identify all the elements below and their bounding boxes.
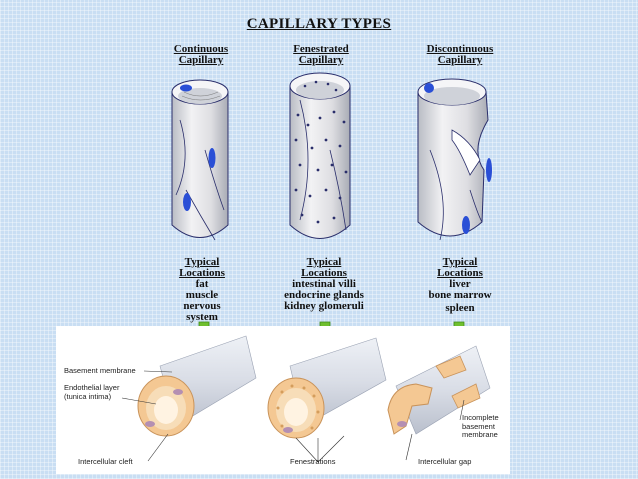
location-item: kidney glomeruli bbox=[284, 300, 364, 312]
location-item: muscle bbox=[185, 289, 219, 301]
fenestrated-cross-section bbox=[267, 337, 387, 439]
fenestrated-capillary bbox=[289, 72, 351, 239]
heading-line: Fenestrated bbox=[293, 43, 349, 55]
locations-heading: Typical bbox=[184, 256, 220, 268]
fenestrated-heading: Fenestrated Capillary bbox=[286, 44, 356, 66]
label-line: Incomplete bbox=[462, 413, 499, 422]
label-intercellular-gap: Intercellular gap bbox=[418, 457, 472, 466]
leader-lines bbox=[121, 370, 465, 463]
label-line: (tunica intima) bbox=[64, 391, 112, 401]
location-item: bone marrow bbox=[428, 289, 492, 301]
location-item: fat bbox=[195, 278, 209, 290]
label-line: basement bbox=[462, 421, 495, 431]
label-intercellular-cleft: Intercellular cleft bbox=[78, 457, 133, 466]
label-fenestrations: Fenestrations bbox=[290, 457, 336, 466]
page-title: CAPILLARY TYPES bbox=[246, 16, 392, 32]
location-item: spleen bbox=[445, 302, 475, 314]
location-item: liver bbox=[449, 278, 471, 290]
label-basement-membrane: Basement membrane bbox=[64, 366, 136, 375]
heading-line: Capillary bbox=[298, 54, 344, 66]
discontinuous-cross-section bbox=[387, 345, 491, 435]
location-item: nervous bbox=[183, 300, 221, 312]
heading-line: Continuous bbox=[173, 43, 229, 55]
cross-section-panel: Basement membrane Endothelial layer (tun… bbox=[56, 326, 510, 474]
locations-heading: Locations bbox=[437, 267, 483, 279]
continuous-capillary bbox=[171, 79, 229, 241]
locations-heading: Locations bbox=[179, 267, 225, 279]
heading-line: Capillary bbox=[178, 54, 224, 66]
locations-heading: Locations bbox=[301, 267, 347, 279]
fenestrated-locations: Typical Locations intestinal villi endoc… bbox=[272, 257, 376, 312]
label-line: membrane bbox=[462, 430, 498, 439]
locations-heading: Typical bbox=[306, 256, 342, 268]
discontinuous-locations: Typical Locations liver bone marrow sple… bbox=[410, 257, 510, 314]
label-incomplete-basement-membrane: Incomplete basement membrane bbox=[462, 413, 499, 440]
continuous-locations: Typical Locations fat muscle nervous sys… bbox=[160, 257, 244, 323]
location-item: intestinal villi bbox=[292, 278, 356, 290]
label-line: Endothelial layer bbox=[64, 383, 120, 392]
label-endothelial-layer: Endothelial layer (tunica intima) bbox=[64, 383, 120, 401]
location-item: endocrine glands bbox=[284, 289, 364, 301]
cross-section-drawings bbox=[121, 335, 491, 463]
discontinuous-capillary bbox=[417, 78, 492, 241]
location-item: system bbox=[186, 311, 218, 323]
heading-line: Capillary bbox=[437, 54, 483, 66]
continuous-cross-section bbox=[137, 335, 257, 437]
locations-heading: Typical bbox=[442, 256, 478, 268]
discontinuous-heading: Discontinuous Capillary bbox=[420, 44, 500, 66]
heading-line: Discontinuous bbox=[426, 43, 494, 55]
continuous-heading: Continuous Capillary bbox=[166, 44, 236, 66]
